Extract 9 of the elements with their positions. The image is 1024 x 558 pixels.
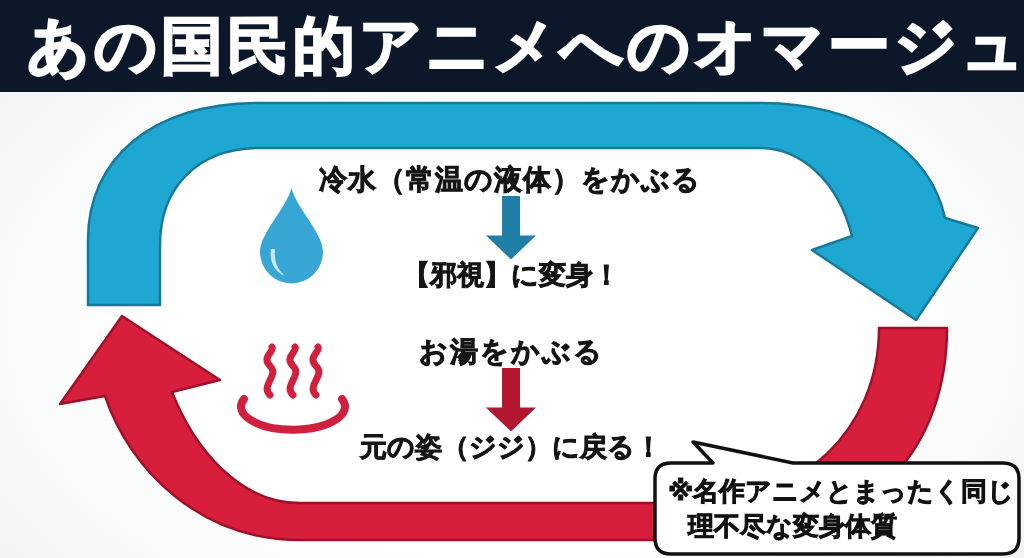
condition-text: お湯をかぶる	[418, 335, 604, 369]
arrow	[486, 196, 536, 260]
arrow	[486, 368, 536, 432]
result-text: 元の姿（ジジ）に戻る！	[360, 431, 662, 463]
condition-text: 冷水（常温の液体）をかぶる	[319, 163, 701, 197]
speech-bubble	[653, 440, 1021, 556]
result-text: 【邪視】に変身！	[402, 259, 620, 291]
note-text: ※名作アニメとまったく同じ理不尽な変身体質	[668, 475, 1016, 543]
title: あの国民的アニメへのオマージュ	[27, 10, 1024, 82]
